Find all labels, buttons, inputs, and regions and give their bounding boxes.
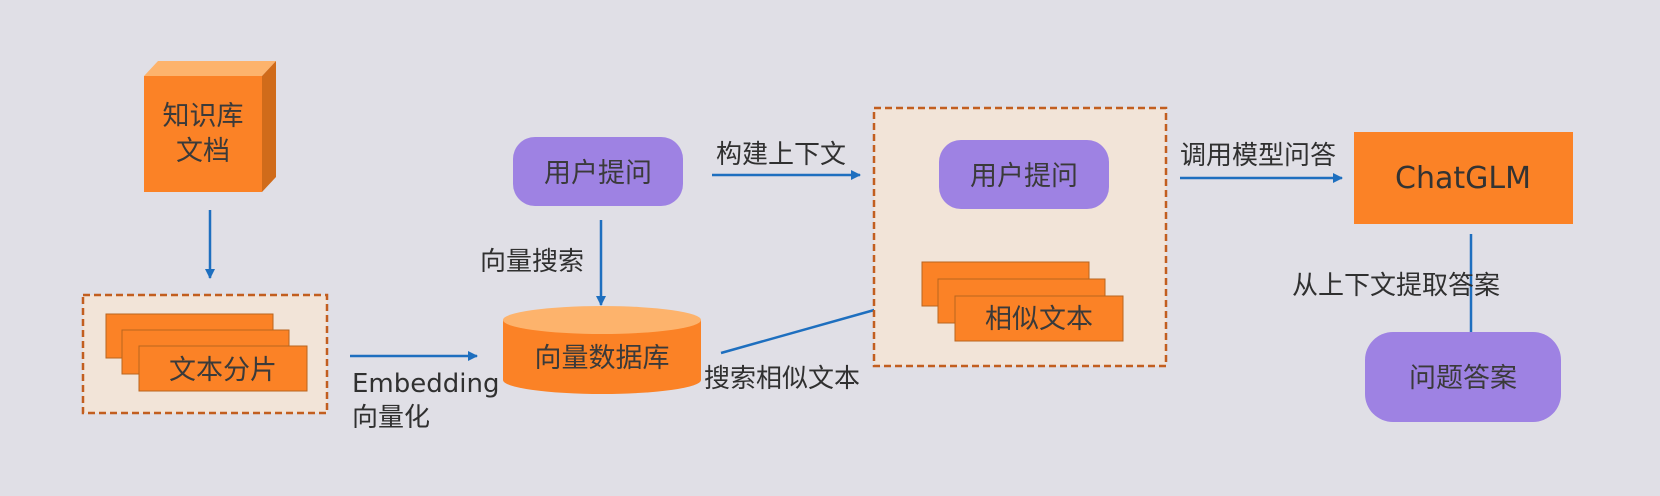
- text-chunks-label: 文本分片: [169, 355, 277, 386]
- chatglm-label: ChatGLM: [1395, 161, 1531, 196]
- user-question-1-node: 用户提问: [513, 137, 683, 206]
- call-model-label: 调用模型问答: [1180, 141, 1336, 171]
- similar-text-label: 相似文本: [985, 304, 1093, 335]
- user-question-2-pill: [939, 140, 1109, 209]
- arrow-db-to-similar: [720, 304, 886, 355]
- chatglm-node: ChatGLM: [1354, 132, 1573, 224]
- user-question-1-pill: [513, 137, 683, 206]
- answer-pill: [1365, 332, 1561, 422]
- chatglm-box: [1354, 132, 1573, 224]
- build-context-label: 构建上下文: [716, 140, 846, 170]
- cube-top-face: [144, 61, 276, 76]
- vector-search-label: 向量搜索: [480, 247, 584, 277]
- extract-answer-label: 从上下文提取答案: [1292, 271, 1500, 301]
- embedding-label-line-1: Embedding: [352, 369, 499, 399]
- knowledge-doc-label-line-2: 文档: [176, 136, 230, 167]
- knowledge-doc-label-line-1: 知识库: [163, 101, 244, 132]
- similar-card-front: [954, 295, 1124, 342]
- embedding-label-line-2: 向量化: [352, 403, 430, 433]
- knowledge-doc-node: 知识库 文档: [144, 61, 276, 192]
- db-bottom: [503, 366, 701, 394]
- answer-label: 问题答案: [1409, 363, 1517, 394]
- vector-db-node: 向量数据库: [503, 306, 701, 394]
- answer-node: 问题答案: [1365, 332, 1561, 422]
- vector-db-label: 向量数据库: [535, 343, 670, 374]
- db-top: [503, 306, 701, 334]
- context-group: 用户提问 相似文本: [872, 106, 1168, 368]
- search-similar-label: 搜索相似文本: [704, 364, 860, 394]
- user-question-2-label: 用户提问: [970, 161, 1078, 192]
- cube-front-face: [144, 76, 262, 192]
- text-chunks-node: 文本分片: [81, 293, 329, 415]
- chunk-card-front: [138, 345, 308, 392]
- cube-side-face: [262, 61, 276, 192]
- user-question-1-label: 用户提问: [544, 158, 652, 189]
